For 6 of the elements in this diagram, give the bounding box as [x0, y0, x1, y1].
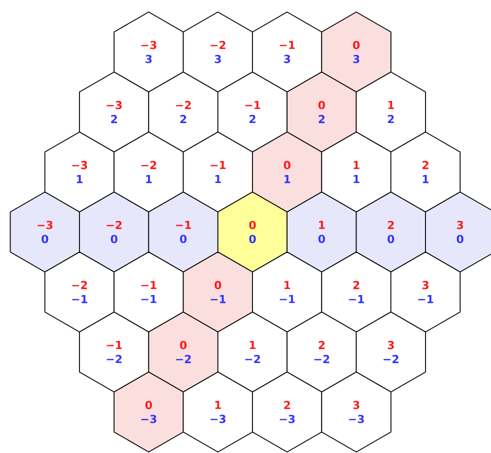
node-label: −3 [280, 414, 295, 424]
node-label: −3 [349, 414, 364, 424]
node-label: −3 [210, 414, 226, 424]
node-label: 2 [284, 400, 290, 409]
node-label: 3 [353, 400, 360, 410]
node-label: 1 [215, 400, 221, 409]
